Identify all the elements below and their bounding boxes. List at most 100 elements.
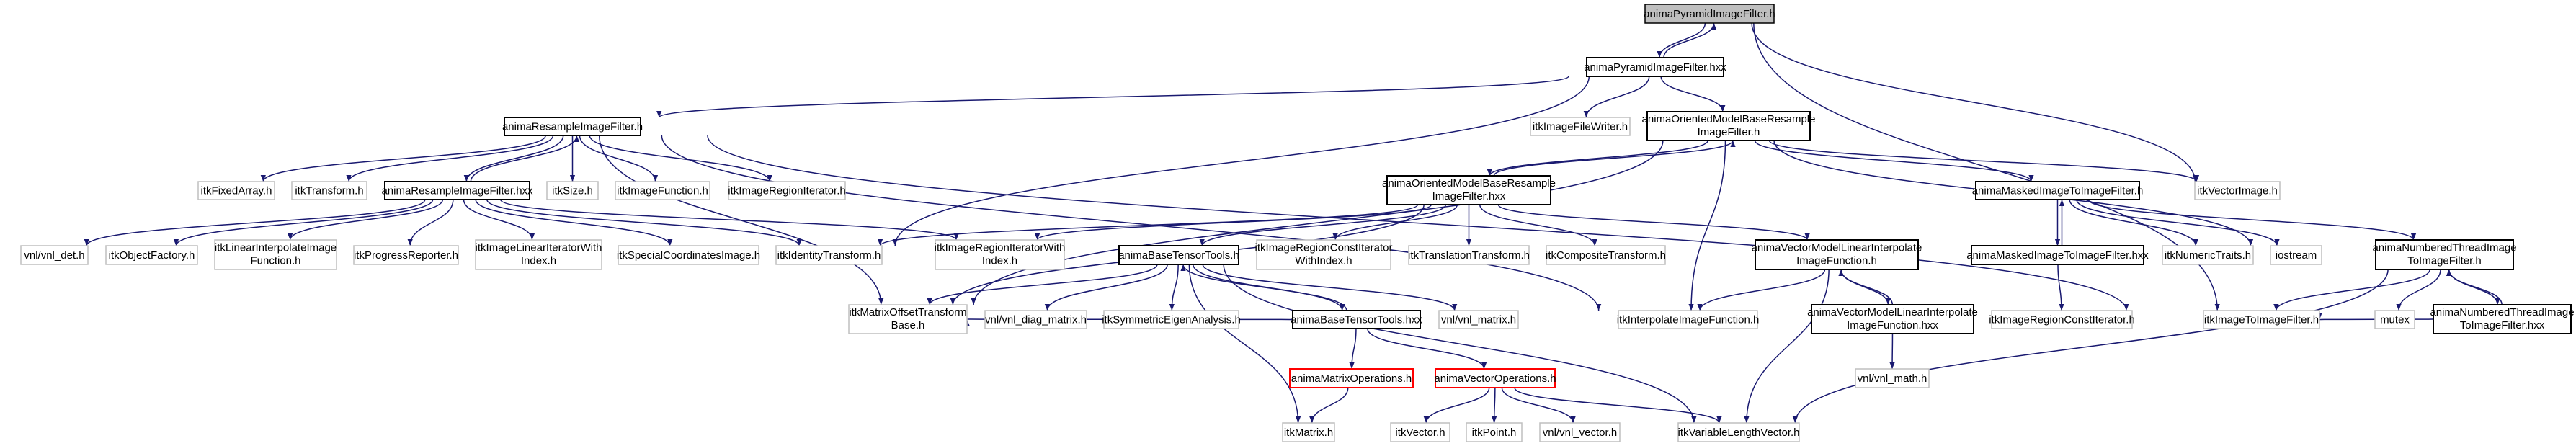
dependency-edge [1768, 140, 2199, 182]
dependency-edge [2273, 269, 2430, 311]
node-label: ImageFunction.hxx [1847, 319, 1938, 331]
node-label: itkImageToImageFilter.h [2204, 314, 2319, 326]
graph-node[interactable]: itkVariableLengthVector.h [1677, 422, 1800, 442]
dependency-edge [656, 76, 1569, 118]
node-box [1975, 181, 2140, 200]
graph-node[interactable]: itkNumericTraits.h [2162, 245, 2254, 265]
dependency-edge [1838, 269, 1894, 305]
dependency-edge [1188, 264, 1301, 424]
graph-node[interactable]: animaMatrixOperations.h [1289, 368, 1414, 388]
node-box [1530, 117, 1631, 136]
graph-node[interactable]: animaNumberedThreadImageToImageFilter.hx… [2430, 304, 2575, 334]
node-box [20, 245, 89, 265]
dependency-edge [1199, 204, 1447, 246]
node-box [384, 181, 530, 200]
graph-node[interactable]: itkSpecialCoordinatesImage.h [617, 245, 760, 265]
dependency-edge [173, 199, 434, 246]
graph-node[interactable]: animaResampleImageFilter.hxx [381, 181, 533, 200]
node-box [1586, 57, 1724, 77]
node-box [2203, 310, 2320, 329]
graph-node[interactable]: itkMatrix.h [1282, 422, 1335, 442]
graph-node[interactable]: animaBaseTensorTools.hxx [1291, 310, 1422, 329]
graph-node[interactable]: itkImageRegionIterator.h [728, 181, 846, 200]
graph-node[interactable]: vnl/vnl_matrix.h [1438, 310, 1519, 329]
graph-node[interactable]: itkPoint.h [1466, 422, 1523, 442]
node-box [1103, 310, 1239, 329]
graph-node[interactable]: vnl/vnl_math.h [1855, 368, 1930, 388]
node-label: itkImageRegionIterator.h [728, 185, 845, 197]
node-label: animaVectorOperations.h [1434, 373, 1556, 385]
graph-node[interactable]: itkSymmetricEigenAnalysis.h [1102, 310, 1241, 329]
graph-node[interactable]: itkImageFunction.h [615, 181, 710, 200]
node-box [1386, 175, 1551, 205]
dependency-edge [1697, 269, 1826, 311]
dependency-edge [579, 135, 659, 182]
node-box [1546, 245, 1666, 265]
graph-node[interactable]: animaOrientedModelBaseResampleImageFilte… [1642, 111, 1816, 141]
dependency-edge [346, 135, 554, 182]
graph-node[interactable]: itkImageFileWriter.h [1530, 117, 1631, 136]
graph-node[interactable]: vnl/vnl_vector.h [1539, 422, 1621, 442]
node-label: itkSpecialCoordinatesImage.h [617, 249, 760, 262]
graph-node[interactable]: itkProgressReporter.h [353, 245, 459, 265]
dependency-edge [892, 76, 1590, 246]
dependency-edge [288, 199, 444, 241]
node-label: vnl/vnl_matrix.h [1441, 314, 1516, 326]
dependency-edge [1367, 328, 1487, 370]
graph-node[interactable]: animaPyramidImageFilter.hxx [1584, 57, 1726, 77]
graph-node[interactable]: animaResampleImageFilter.h [502, 117, 643, 136]
graph-node[interactable]: itkObjectFactory.h [105, 245, 198, 265]
node-box [1118, 245, 1239, 265]
dependency-edge [971, 140, 1664, 305]
node-box [615, 181, 710, 200]
node-box [775, 245, 883, 265]
graph-node[interactable]: animaVectorModelLinearInterpolateImageFu… [1752, 239, 1922, 270]
graph-node[interactable]: animaVectorOperations.h [1434, 368, 1556, 388]
graph-node[interactable]: vnl/vnl_diag_matrix.h [984, 310, 1087, 329]
dependency-edge [1792, 269, 2389, 424]
graph-node[interactable]: animaMaskedImageToImageFilter.hxx [1966, 245, 2149, 265]
dependency-edge [1180, 264, 1347, 311]
node-label: animaBaseTensorTools.h [1118, 249, 1239, 262]
node-label: itkSize.h [552, 185, 593, 197]
graph-node[interactable]: itkTransform.h [291, 181, 367, 200]
graph-node[interactable]: itkImageToImageFilter.h [2203, 310, 2320, 329]
graph-node[interactable]: itkSize.h [546, 181, 599, 200]
graph-node[interactable]: itkImageRegionConstIterator.h [1989, 310, 2135, 329]
graph-node[interactable]: itkCompositeTransform.h [1546, 245, 1666, 265]
dependency-edge [1583, 76, 1650, 118]
graph-node[interactable]: itkInterpolateImageFunction.h [1617, 310, 1760, 329]
graph-node[interactable]: itkIdentityTransform.h [775, 245, 883, 265]
graph-node[interactable]: animaOrientedModelBaseResampleImageFilte… [1382, 175, 1556, 205]
graph-node[interactable]: itkVectorImage.h [2194, 181, 2281, 200]
edges-layer [84, 22, 2503, 424]
graph-node[interactable]: itkTranslationTransform.h [1408, 245, 1530, 265]
graph-node[interactable]: mutex [2374, 310, 2415, 329]
graph-node[interactable]: animaPyramidImageFilter.h [1644, 4, 1775, 24]
node-label: animaVectorModelLinearInterpolate [1752, 242, 1922, 254]
dependency-edge [1751, 22, 2198, 182]
dependency-edge [1223, 264, 1697, 424]
graph-node[interactable]: itkVector.h [1390, 422, 1450, 442]
graph-node[interactable]: itkFixedArray.h [197, 181, 275, 200]
graph-node[interactable]: iostream [2270, 245, 2322, 265]
node-label: itkVector.h [1395, 427, 1445, 439]
graph-node[interactable]: animaVectorModelLinearInterpolateImageFu… [1807, 304, 1978, 334]
dependency-edge [475, 199, 673, 246]
graph-node[interactable]: animaBaseTensorTools.h [1118, 245, 1239, 265]
node-box [214, 239, 337, 270]
dependency-edge [1493, 140, 1736, 177]
node-label: mutex [2380, 314, 2410, 326]
graph-node[interactable]: vnl/vnl_det.h [20, 245, 89, 265]
node-box [984, 310, 1087, 329]
node-label: animaNumberedThreadImage [2372, 242, 2516, 254]
node-label: animaMaskedImageToImageFilter.h [1972, 185, 2144, 197]
graph-node[interactable]: animaMaskedImageToImageFilter.h [1972, 181, 2144, 200]
node-label: animaBaseTensorTools.hxx [1291, 314, 1422, 326]
